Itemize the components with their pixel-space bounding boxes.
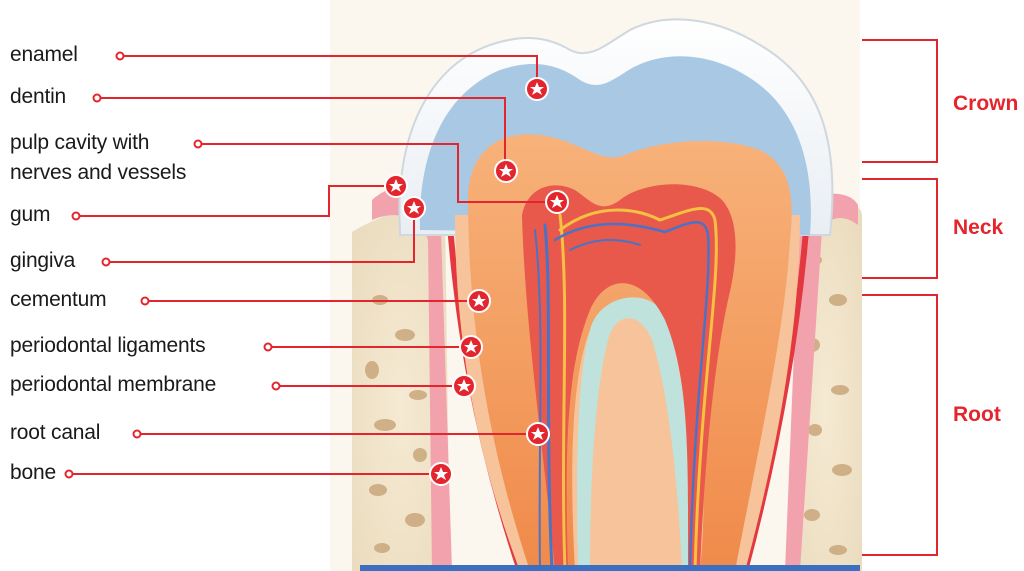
- label-enamel: enamel: [10, 43, 78, 67]
- region-label-crown: Crown: [953, 92, 1018, 116]
- label-pulp-line2: nerves and vessels: [10, 161, 186, 185]
- label-cementum: cementum: [10, 288, 106, 312]
- marker-bone-icon: [430, 463, 452, 485]
- marker-enamel-icon: [526, 78, 548, 100]
- label-bone: bone: [10, 461, 56, 485]
- region-brackets: [862, 40, 937, 555]
- label-pulp-line1: pulp cavity with: [10, 131, 149, 155]
- leader-dots: [66, 53, 280, 478]
- crown-bracket: [862, 40, 937, 162]
- marker-root-canal-icon: [527, 423, 549, 445]
- marker-periodontal-ligaments-icon: [460, 336, 482, 358]
- label-periodontal-ligaments: periodontal ligaments: [10, 334, 205, 358]
- label-gingiva: gingiva: [10, 249, 75, 273]
- label-gum: gum: [10, 203, 50, 227]
- region-label-root: Root: [953, 403, 1001, 427]
- label-dentin: dentin: [10, 85, 66, 109]
- marker-pulp-icon: [546, 191, 568, 213]
- marker-periodontal-membrane-icon: [453, 375, 475, 397]
- base-line: [360, 565, 860, 571]
- root-bracket: [862, 295, 937, 555]
- marker-dentin-icon: [495, 160, 517, 182]
- label-root-canal: root canal: [10, 421, 100, 445]
- marker-gum-icon: [385, 175, 407, 197]
- region-label-neck: Neck: [953, 216, 1003, 240]
- label-periodontal-membrane: periodontal membrane: [10, 373, 216, 397]
- neck-bracket: [862, 179, 937, 278]
- marker-cementum-icon: [468, 290, 490, 312]
- marker-gingiva-icon: [403, 197, 425, 219]
